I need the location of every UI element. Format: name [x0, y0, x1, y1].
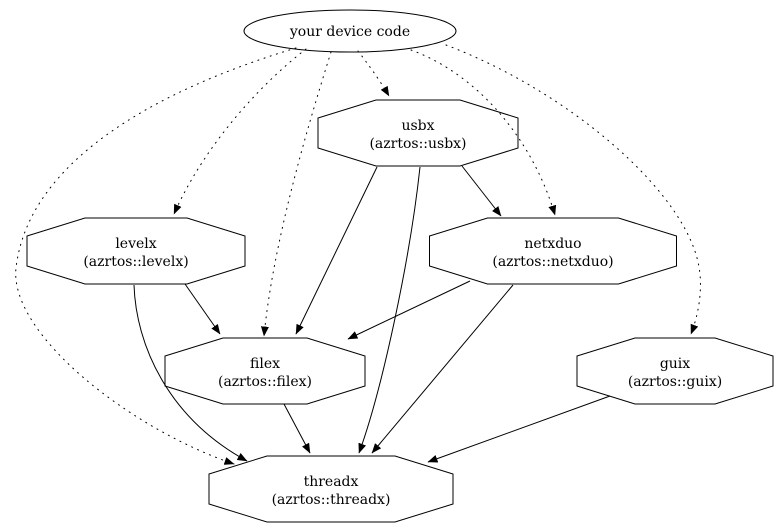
threadx-octagon-shape [208, 455, 454, 523]
edge-usbx-netxduo [461, 165, 502, 217]
node-levelx: levelx(azrtos::levelx) [26, 217, 246, 285]
edge-levelx-filex [184, 283, 221, 335]
edge-netxduo-filex [347, 280, 471, 340]
node-sublabel: (azrtos::guix) [628, 374, 722, 390]
node-label: your device code [289, 24, 410, 40]
edge-device-guix [445, 44, 701, 335]
node-device: your device code [243, 9, 457, 53]
edge-device-filex [260, 51, 332, 337]
edge-usbx-threadx [358, 166, 421, 454]
edge-netxduo-threadx [371, 284, 514, 454]
node-label: netxduo [524, 236, 581, 252]
node-threadx: threadx(azrtos::threadx) [208, 455, 454, 523]
edge-device-usbx [357, 50, 390, 97]
guix-octagon-shape [576, 337, 774, 405]
node-sublabel: (azrtos::usbx) [369, 136, 466, 152]
netxduo-octagon-shape [429, 217, 677, 285]
node-label: threadx [304, 474, 359, 490]
node-guix: guix(azrtos::guix) [576, 337, 774, 405]
edge-device-netxduo [410, 49, 557, 216]
node-label: filex [250, 356, 280, 372]
edge-guix-threadx [427, 395, 611, 463]
node-sublabel: (azrtos::filex) [218, 374, 312, 390]
edge-levelx-threadx [133, 284, 248, 462]
node-filex: filex(azrtos::filex) [164, 337, 366, 405]
edge-filex-threadx [283, 403, 311, 454]
node-label: levelx [115, 236, 156, 252]
edge-device-levelx [173, 48, 307, 215]
node-netxduo: netxduo(azrtos::netxduo) [429, 217, 677, 285]
node-label: usbx [401, 118, 434, 134]
filex-octagon-shape [164, 337, 366, 405]
node-sublabel: (azrtos::netxduo) [492, 254, 613, 270]
node-sublabel: (azrtos::levelx) [83, 254, 188, 270]
usbx-octagon-shape [317, 99, 519, 167]
node-usbx: usbx(azrtos::usbx) [317, 99, 519, 167]
device-ellipse-shape [243, 9, 457, 53]
node-label: guix [660, 356, 690, 372]
levelx-octagon-shape [26, 217, 246, 285]
node-sublabel: (azrtos::threadx) [272, 492, 391, 508]
edge-usbx-filex [295, 166, 378, 335]
